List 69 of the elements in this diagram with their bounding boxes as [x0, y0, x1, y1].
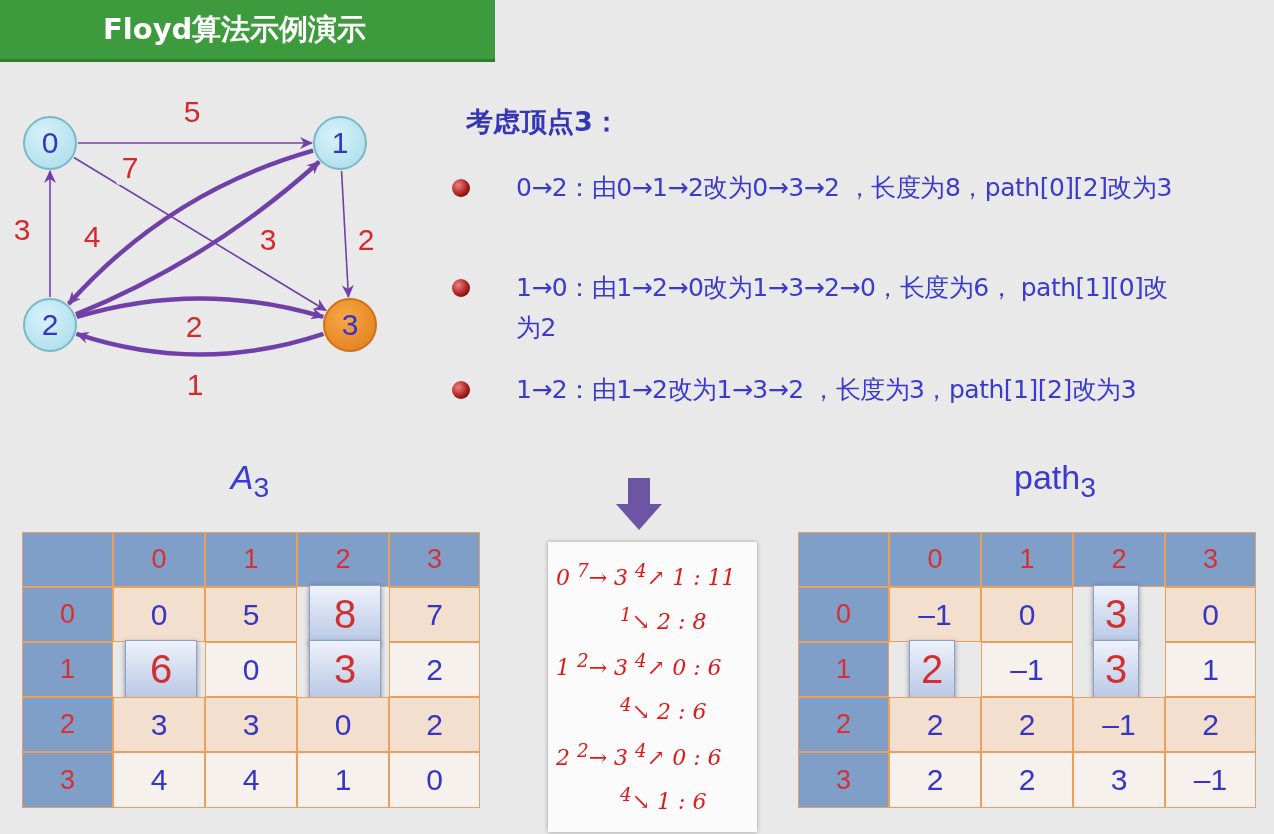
title-banner: Floyd算法示例演示 [0, 0, 495, 62]
table-cell: 2 [981, 697, 1073, 752]
table-cell: 3 [1093, 640, 1140, 699]
table-header-cell: 1 [798, 642, 889, 697]
table-cell: 6 [125, 640, 197, 699]
table-cell: –1 [1165, 752, 1256, 808]
table-header-cell: 2 [297, 532, 389, 587]
table-cell: 3 [113, 697, 205, 752]
table-caption: A$_{3}$ [228, 458, 271, 504]
table-header-cell: 3 [798, 752, 889, 808]
table-cell: 0 [981, 587, 1073, 642]
bullet-text: 1→2：由1→2改为1→3→2 ，长度为3，path[1][2]改为3 [516, 374, 1138, 406]
table-header-cell: 1 [981, 532, 1073, 587]
handwritten-note: $^{1}$↘ 2 : 8 [620, 604, 708, 637]
vertex-circle: 1 [313, 116, 367, 170]
table-header-cell: 0 [889, 532, 981, 587]
table-cell: 4 [205, 752, 297, 808]
table-header-cell: 1 [205, 532, 297, 587]
table-cell: 2 [909, 640, 956, 699]
handwritten-note: 0 $^{7}$→ 3 $^{4}$↗ 1 : 11 [556, 560, 737, 593]
table-cell: 1 [297, 752, 389, 808]
vertex-circle: 2 [23, 298, 77, 352]
table-cell: 4 [113, 752, 205, 808]
vertex-circle: 0 [23, 116, 77, 170]
arrow [44, 170, 56, 298]
arrow [66, 148, 314, 306]
table-cell: 0 [389, 752, 480, 808]
table-cell: 3 [309, 640, 381, 699]
arrow [75, 331, 325, 357]
table-header-cell: 3 [389, 532, 480, 587]
table-header-cell: 2 [1073, 532, 1165, 587]
table-header-cell: 0 [22, 587, 113, 642]
table-cell: 2 [889, 697, 981, 752]
table-header-cell: 2 [798, 697, 889, 752]
table-caption: path$_{3}$ [1013, 458, 1097, 504]
table-header-cell: 3 [22, 752, 113, 808]
bullet-text: 0→2：由0→1→2改为0→3→2 ，长度为8，path[0][2]改为3 [516, 172, 1173, 204]
table-cell: 2 [389, 697, 480, 752]
table-header-cell: 3 [1165, 532, 1256, 587]
table-cell: 2 [1165, 697, 1256, 752]
table-header-cell: 0 [113, 532, 205, 587]
table-header-cell: 2 [22, 697, 113, 752]
heading-text: 考虑顶点3： [466, 105, 621, 139]
table-cell: 0 [113, 587, 205, 642]
table-cell: –1 [889, 587, 981, 642]
table-cell: 5 [205, 587, 297, 642]
handwritten-note: 2 $^{2}$→ 3 $^{4}$↗ 0 : 6 [556, 740, 723, 773]
table-cell: 3 [1073, 752, 1165, 808]
table-cell: 2 [981, 752, 1073, 808]
table-cell: 3 [205, 697, 297, 752]
table-cell: –1 [981, 642, 1073, 697]
table-cell: 0 [205, 642, 297, 697]
table-cell: 1 [1165, 642, 1256, 697]
table-header-cell: 0 [798, 587, 889, 642]
vertex-circle: 3 [323, 298, 377, 352]
table-cell: 2 [889, 752, 981, 808]
table-cell: 7 [389, 587, 480, 642]
bullet-text: 1→0：由1→2→0改为1→3→2→0，长度为6， path[1][0]改为2 [516, 272, 1169, 344]
table-cell: –1 [1073, 697, 1165, 752]
table-cell: 0 [1165, 587, 1256, 642]
table-header-cell: 1 [22, 642, 113, 697]
handwritten-note: 1 $^{2}$→ 3 $^{4}$↗ 0 : 6 [556, 650, 723, 683]
handwritten-note: $^{4}$↘ 2 : 6 [620, 694, 708, 727]
handwritten-note: $^{4}$↘ 1 : 6 [620, 784, 708, 817]
arrow [76, 296, 325, 320]
arrow [77, 137, 313, 149]
table-cell: 2 [389, 642, 480, 697]
arrow [340, 170, 354, 299]
table-cell: 0 [297, 697, 389, 752]
